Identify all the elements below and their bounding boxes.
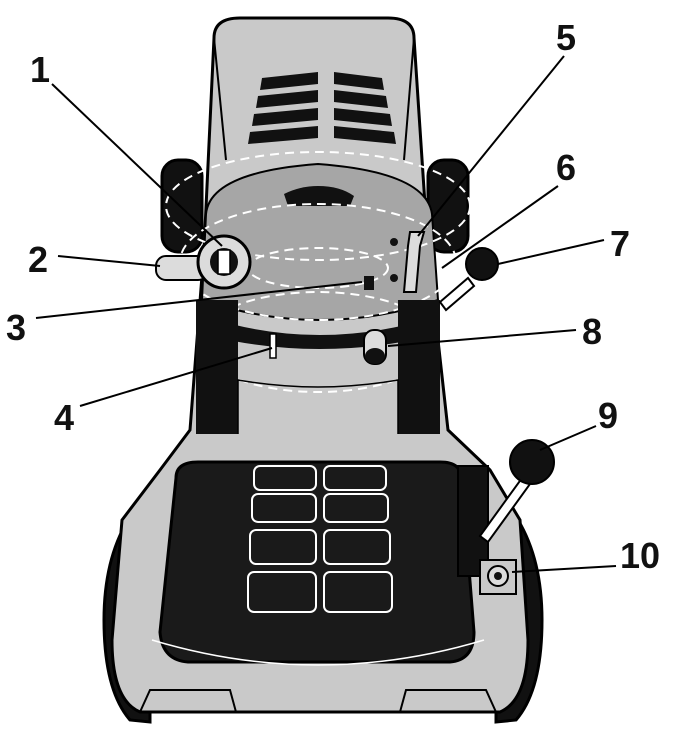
leader-9 [539,425,597,451]
dashed-circle-upper [165,151,471,261]
rear-foot-left [139,689,237,713]
pto-knob-8 [363,329,387,365]
callout-6: 6 [556,147,576,188]
dash-center-notch [284,186,354,206]
callout-7: 7 [610,223,630,264]
seat-back-edge [151,639,485,666]
headlight-switch [364,276,374,290]
vent-right [334,72,396,144]
mower-lift-lever-5 [402,231,426,293]
callout-8: 8 [582,311,602,352]
front-left-tire [160,158,204,254]
leader-8 [387,329,577,347]
leader-4 [79,347,273,407]
callout-9: 9 [598,395,618,436]
leader-6 [441,185,559,269]
hood-vents [248,72,396,144]
callout-5: 5 [556,17,576,58]
leader-7 [497,239,605,265]
shift-lever-9 [457,439,555,577]
leader-5 [417,55,565,237]
leader-1 [51,83,223,247]
ignition-10 [479,559,517,595]
lift-lever-arm [438,276,476,312]
floor-edge [237,379,399,434]
shift-gate [457,465,489,577]
callout-10: 10 [620,535,660,576]
indicator-light-top [390,238,398,246]
throttle-knob [155,234,252,290]
vent-left [248,72,318,144]
rear-foot-right [399,689,497,713]
ignition-key [217,249,231,275]
leader-lines [35,55,617,573]
shift-knob [509,439,555,485]
lift-knob [465,247,499,281]
callout-4: 4 [54,397,74,438]
callout-3: 3 [6,307,26,348]
leader-3 [35,281,363,319]
callout-1: 1 [30,49,50,90]
indicator-light [390,274,398,282]
brake-pin-4 [269,333,277,359]
right-step-panel [398,300,440,434]
leader-2 [57,255,161,267]
left-step-panel [196,300,238,434]
callout-2: 2 [28,239,48,280]
callout-labels: 1 2 3 4 5 6 7 8 9 10 [6,17,660,576]
leader-10 [511,565,617,573]
seat-pads [247,465,393,613]
seat [151,460,485,666]
hood-outline [213,37,415,161]
seat-cushion [158,460,476,664]
